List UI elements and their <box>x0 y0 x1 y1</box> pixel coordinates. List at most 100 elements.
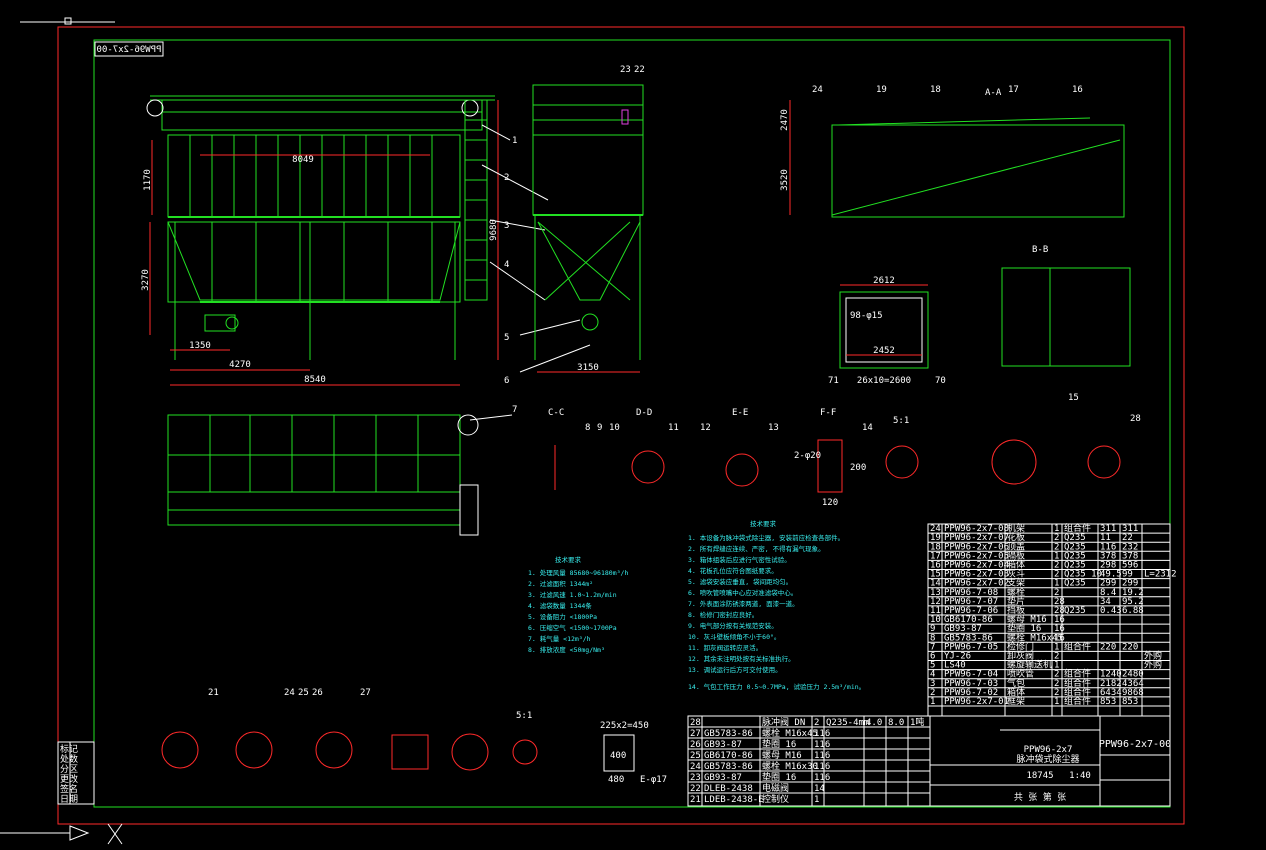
tech-spec-6: 6. 压缩空气 <1500~1700Pa <box>528 623 617 632</box>
tech-req-7: 7. 外表面涂防锈漆两道, 面漆一道。 <box>688 599 799 608</box>
table-cell: PPW96-2x7-07 <box>944 533 1009 543</box>
detail-k-circle <box>991 439 1037 485</box>
dim-box-w: 400 <box>610 751 626 761</box>
table-cell: LS40 <box>944 661 966 671</box>
table-cell: 灰斗 <box>1007 568 1025 580</box>
table-cell: 检修门 <box>1007 640 1034 652</box>
table-cell: 螺母 M16 <box>762 750 802 761</box>
label-section-aa: A-A <box>985 88 1002 98</box>
callout-10: 10 <box>609 423 620 433</box>
table-cell: 116 <box>814 762 830 772</box>
table-cell: 组合件 <box>1064 695 1091 707</box>
table-cell: Q235 <box>1064 606 1086 616</box>
table-cell: PPW96-7-05 <box>944 642 998 652</box>
rev-3: 分区 <box>60 764 78 775</box>
detail-dd-circle <box>631 450 665 484</box>
dim-aa-h2: 3520 <box>780 169 790 191</box>
callout-17: 17 <box>1008 85 1019 95</box>
table-cell: GB5783-86 <box>944 633 993 643</box>
table-cell: 电磁阀 <box>762 782 789 794</box>
table-cell: 1 <box>1054 551 1059 561</box>
table-cell: 1 <box>1054 579 1059 589</box>
bottom-details-row: 21 24 25 26 27 5:1 225x2=450 400 480 E-φ… <box>161 688 667 785</box>
table-cell: PPW96-7-03 <box>944 679 998 689</box>
table-cell: 853 <box>1100 697 1116 707</box>
title-drawing-number: PPW96-2x7-00 <box>1099 739 1171 750</box>
table-cell: 支架 <box>1007 577 1025 589</box>
table-cell: 组合件 <box>1064 522 1091 534</box>
table-cell: 组合件 <box>1064 640 1091 652</box>
table-cell: 螺栓 <box>1007 586 1025 598</box>
callout-15: 15 <box>1068 393 1079 403</box>
tech-spec-4: 4. 滤袋数量 1344条 <box>528 601 592 610</box>
dim-inner-width: 2452 <box>873 346 895 356</box>
table-cell: 1 <box>1054 524 1059 534</box>
callout-24: 24 <box>812 85 823 95</box>
table-cell: 外购 <box>1144 650 1162 662</box>
ucs-marker <box>64 17 72 25</box>
table-cell: 0.43 <box>1100 606 1122 616</box>
dim-left-part: 4270 <box>229 360 251 370</box>
front-top-rail <box>150 95 495 101</box>
table-cell: 2480 <box>1122 670 1144 680</box>
table-cell: Q235 <box>1064 551 1086 561</box>
callout-25: 25 <box>298 688 309 698</box>
rev-5: 签名 <box>60 783 78 795</box>
table-cell: 34 <box>1100 597 1111 607</box>
plan-fan-icon <box>457 414 479 436</box>
table-cell: 机架 <box>1007 522 1025 534</box>
table-cell: 14 <box>930 579 941 589</box>
rotary-valve-icon <box>581 313 599 331</box>
table-cell: 挡板 <box>1007 604 1025 616</box>
callout-12: 12 <box>700 423 711 433</box>
tech-req-5: 5. 滤袋安装应垂直, 袋间距均匀。 <box>688 577 792 586</box>
table-cell: 垫圈 16 <box>762 771 796 783</box>
table-cell: 6434 <box>1100 688 1122 698</box>
table-cell: 垫圈 16 <box>1007 622 1041 634</box>
box-note: E-φ17 <box>640 775 667 785</box>
label-section-bb: B-B <box>1032 245 1048 255</box>
callout-24b: 24 <box>284 688 295 698</box>
table-cell: PPW96-7-06 <box>944 606 998 616</box>
table-cell: 49.5 <box>1100 570 1122 580</box>
bag-columns-upper <box>189 135 433 217</box>
table-cell: 1 <box>1054 697 1059 707</box>
mirrored-number-box <box>94 41 164 57</box>
tech-spec-2: 2. 过滤面积 1344m² <box>528 579 593 588</box>
table-cell: GB93-87 <box>704 773 742 783</box>
dim-top-width: 2612 <box>873 276 895 286</box>
table-cell: 17 <box>930 551 941 561</box>
callout-6: 6 <box>504 376 509 386</box>
plan-view <box>167 414 479 536</box>
table-cell: GB6170-86 <box>944 615 993 625</box>
rev-6: 日期 <box>60 794 78 805</box>
table-cell: 116 <box>814 773 830 783</box>
table-cell: 组合件 <box>1064 686 1091 698</box>
table-cell: 1 <box>930 697 935 707</box>
callout-26: 26 <box>312 688 323 698</box>
table-cell: 21 <box>690 795 701 805</box>
detail-4-box <box>391 734 429 770</box>
table-cell: 9 <box>930 624 935 634</box>
ucs-icon <box>0 823 123 845</box>
dim-height-total: 9680 <box>489 219 499 241</box>
table-cell: 26 <box>690 740 701 750</box>
dim-overall-length: 8540 <box>304 375 326 385</box>
title-scale: 1:40 <box>1069 771 1091 781</box>
table-cell: Q235 10 <box>1064 570 1102 580</box>
table-cell: 脉冲阀 DN <box>762 716 805 728</box>
table-cell: 116 <box>814 740 830 750</box>
callout-7: 7 <box>512 405 517 415</box>
table-cell: 4 <box>930 670 935 680</box>
table-cell: 28 <box>690 718 701 728</box>
table-cell: 19.2 <box>1122 588 1144 598</box>
table-cell: Q235 <box>1064 533 1086 543</box>
table-cell: 299 <box>1100 579 1116 589</box>
callout-22: 23 <box>620 65 631 75</box>
table-cell: 4.0 <box>866 718 882 728</box>
tech-spec-1: 1. 处理风量 85680~96180m³/h <box>528 568 628 577</box>
table-cell: GB93-87 <box>704 740 742 750</box>
table-cell: 25 <box>690 751 701 761</box>
table-cell: PPW96-2x7-02 <box>944 579 1009 589</box>
table-cell: 2 <box>1054 570 1059 580</box>
